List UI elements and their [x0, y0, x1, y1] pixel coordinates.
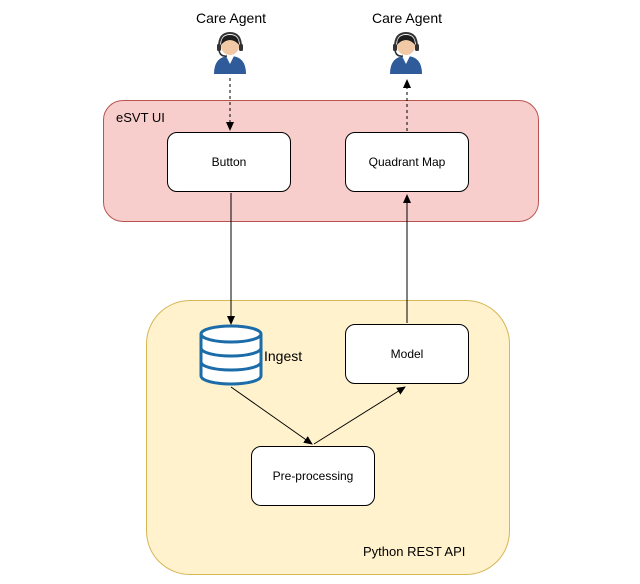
care-agent-right-label: Care Agent [371, 10, 443, 26]
button-node-label: Button [211, 155, 247, 169]
python-rest-api-label: Python REST API [363, 544, 466, 559]
arrow-preprocessing-to-model [313, 386, 406, 445]
care-agent-left-icon [214, 31, 246, 74]
esvt-ui-label: eSVT UI [116, 110, 165, 125]
model-node: Model [345, 324, 469, 384]
button-node: Button [167, 132, 291, 192]
preprocessing-node-label: Pre-processing [272, 469, 354, 483]
arrow-ingest-to-preprocessing [230, 386, 313, 445]
ingest-label: Ingest [264, 348, 303, 364]
quadrant-map-node: Quadrant Map [345, 132, 469, 192]
care-agent-left-label: Care Agent [195, 10, 267, 26]
model-node-label: Model [390, 347, 424, 361]
care-agent-right-icon [390, 31, 422, 74]
preprocessing-node: Pre-processing [251, 446, 375, 506]
database-icon [199, 324, 263, 386]
quadrant-map-node-label: Quadrant Map [368, 155, 446, 169]
